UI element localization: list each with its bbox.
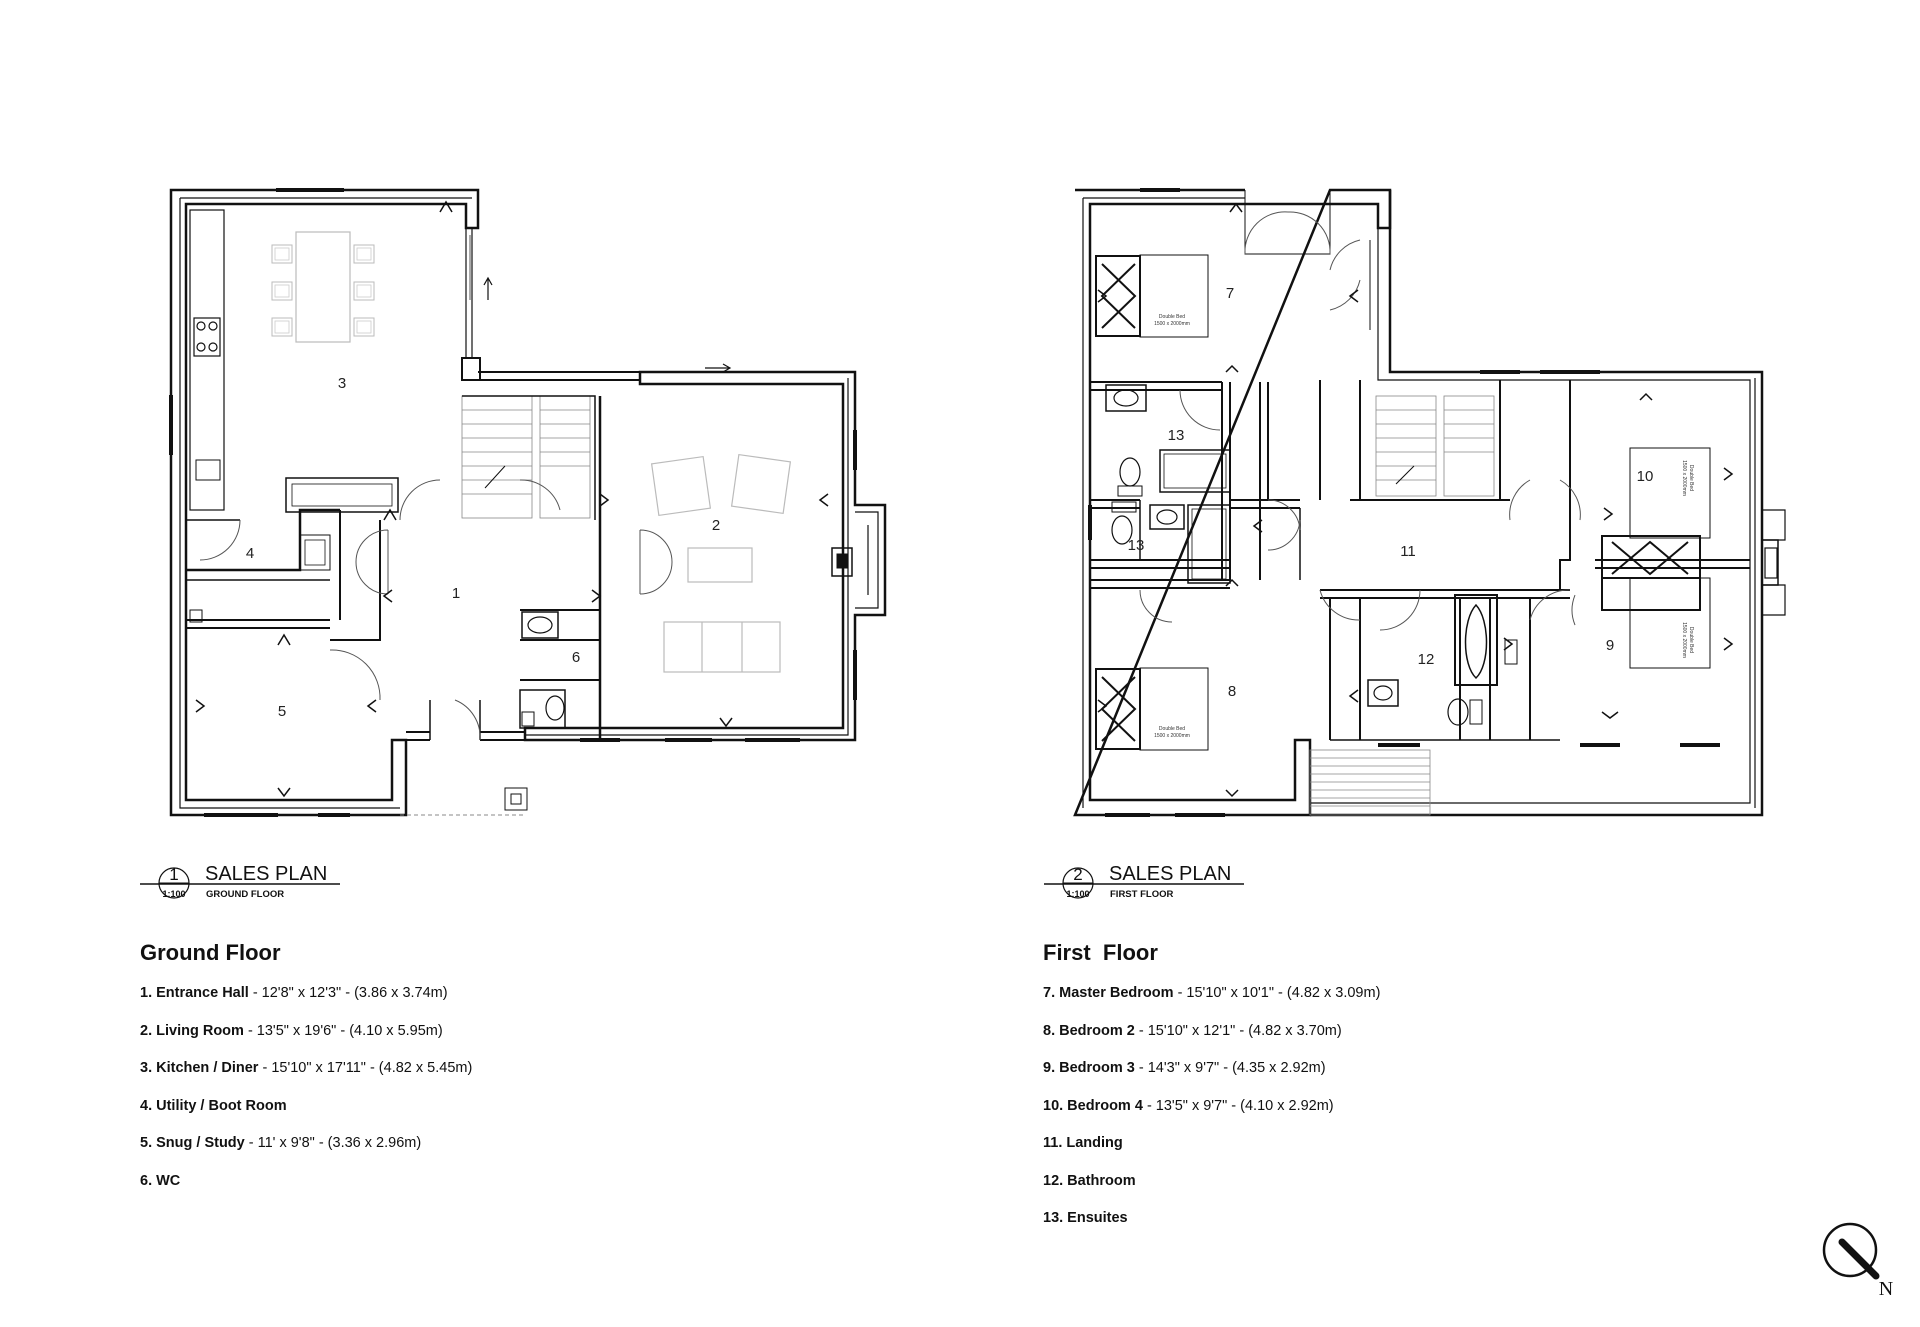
first-sheet-number: 2 (1073, 865, 1082, 884)
schedule-item: 6. WC (140, 1172, 700, 1210)
room-dims: - 13'5" x 19'6" - (4.10 x 5.95m) (243, 1022, 443, 1039)
double-bed-a: Double Bed 1500 x 2000mm (1095, 254, 1209, 338)
room-label-1: 1 (452, 585, 460, 602)
room-label-10: 10 (1637, 468, 1654, 485)
room-label-8: 8 (1228, 683, 1236, 700)
room-name: 11. Landing (1043, 1135, 1123, 1151)
first-floor-plan: Double Bed 1500 x 2000mm Double Bed 1500… (1073, 188, 1786, 817)
room-name: 6. WC (140, 1172, 181, 1189)
room-dims: - 13'5" x 9'7" - (4.10 x 2.92m) (1142, 1097, 1334, 1114)
bed-d-size: 1500 x 2000mm (1681, 622, 1687, 658)
bed-b-title: Double Bed (1159, 726, 1185, 732)
room-label-2: 2 (712, 517, 720, 534)
room-label-7: 7 (1226, 285, 1234, 302)
double-bed-c: Double Bed 1500 x 2000mm (1601, 447, 1711, 579)
room-label-12: 12 (1418, 651, 1435, 668)
ground-floor-schedule: Ground Floor 1. Entrance Hall - 12'8" x … (140, 940, 700, 1209)
room-label-9: 9 (1606, 637, 1614, 654)
first-schedule-list: 7. Master Bedroom - 15'10" x 10'1" - (4.… (1043, 984, 1603, 1247)
room-name: 9. Bedroom 3 (1043, 1060, 1135, 1076)
room-name: 3. Kitchen / Diner (140, 1060, 259, 1076)
schedule-item: 12. Bathroom (1043, 1172, 1603, 1210)
ground-sheet-number: 1 (169, 865, 178, 884)
room-name: 1. Entrance Hall (140, 985, 249, 1001)
room-label-3: 3 (338, 375, 346, 392)
first-floor-schedule: First Floor 7. Master Bedroom - 15'10" x… (1043, 940, 1603, 1247)
bed-b-size: 1500 x 2000mm (1154, 733, 1190, 739)
ground-schedule-list: 1. Entrance Hall - 12'8" x 12'3" - (3.86… (140, 984, 700, 1209)
room-label-5: 5 (278, 703, 286, 720)
room-name: 4. Utility / Boot Room (140, 1097, 287, 1114)
ground-sheet-heading: SALES PLAN (205, 863, 327, 885)
schedule-item: 10. Bedroom 4 - 13'5" x 9'7" - (4.10 x 2… (1043, 1097, 1603, 1135)
room-name: 7. Master Bedroom (1043, 985, 1174, 1001)
schedule-item: 4. Utility / Boot Room (140, 1097, 700, 1135)
room-dims: - 11' x 9'8" - (3.36 x 2.96m) (244, 1135, 422, 1151)
room-label-11: 11 (1400, 543, 1416, 560)
schedule-item: 2. Living Room - 13'5" x 19'6" - (4.10 x… (140, 1022, 700, 1060)
double-bed-d: Double Bed 1500 x 2000mm (1601, 567, 1711, 669)
room-label-4: 4 (246, 545, 254, 562)
first-sheet-title: 2 1:100 SALES PLAN FIRST FLOOR (1044, 863, 1244, 900)
north-letter: N (1879, 1278, 1893, 1300)
room-dims: - 15'10" x 12'1" - (4.82 x 3.70m) (1134, 1022, 1342, 1039)
ground-schedule-heading: Ground Floor (140, 940, 281, 965)
bed-d-title: Double Bed (1688, 627, 1694, 653)
room-label-13a: 13 (1168, 427, 1185, 444)
room-dims: - 15'10" x 10'1" - (4.82 x 3.09m) (1173, 985, 1381, 1001)
room-label-13b: 13 (1128, 537, 1145, 554)
bed-c-title: Double Bed (1688, 465, 1694, 491)
ground-sheet-subtitle: GROUND FLOOR (206, 889, 284, 900)
bed-a-title: Double Bed (1159, 314, 1185, 320)
north-arrow-icon: N (1822, 1222, 1893, 1300)
room-dims: - 12'8" x 12'3" - (3.86 x 3.74m) (248, 985, 448, 1001)
schedule-item: 11. Landing (1043, 1134, 1603, 1172)
room-dims: - 15'10" x 17'11" - (4.82 x 5.45m) (258, 1060, 473, 1076)
first-sheet-subtitle: FIRST FLOOR (1110, 889, 1173, 900)
double-bed-b: Double Bed 1500 x 2000mm (1095, 667, 1209, 751)
schedule-item: 3. Kitchen / Diner - 15'10" x 17'11" - (… (140, 1059, 700, 1097)
room-name: 5. Snug / Study (140, 1135, 245, 1151)
room-name: 13. Ensuites (1043, 1210, 1128, 1226)
schedule-item: 7. Master Bedroom - 15'10" x 10'1" - (4.… (1043, 984, 1603, 1022)
room-name: 10. Bedroom 4 (1043, 1097, 1143, 1114)
bed-c-size: 1500 x 2000mm (1681, 460, 1687, 496)
first-sheet-heading: SALES PLAN (1109, 863, 1231, 885)
schedule-item: 1. Entrance Hall - 12'8" x 12'3" - (3.86… (140, 984, 700, 1022)
schedule-item: 8. Bedroom 2 - 15'10" x 12'1" - (4.82 x … (1043, 1022, 1603, 1060)
ground-floor-plan: 1 2 3 4 5 6 (169, 188, 887, 817)
ground-sheet-title: 1 1:100 SALES PLAN GROUND FLOOR (140, 863, 340, 900)
schedule-item: 5. Snug / Study - 11' x 9'8" - (3.36 x 2… (140, 1134, 700, 1172)
schedule-item: 9. Bedroom 3 - 14'3" x 9'7" - (4.35 x 2.… (1043, 1059, 1603, 1097)
bed-a-size: 1500 x 2000mm (1154, 321, 1190, 327)
room-name: 2. Living Room (140, 1022, 244, 1039)
room-name: 12. Bathroom (1043, 1172, 1136, 1189)
room-name: 8. Bedroom 2 (1043, 1022, 1135, 1039)
first-sheet-scale: 1:100 (1066, 889, 1089, 899)
schedule-item: 13. Ensuites (1043, 1209, 1603, 1247)
ground-sheet-scale: 1:100 (162, 889, 185, 899)
first-schedule-heading: First Floor (1043, 940, 1158, 965)
room-label-6: 6 (572, 649, 580, 666)
room-dims: - 14'3" x 9'7" - (4.35 x 2.92m) (1134, 1060, 1326, 1076)
